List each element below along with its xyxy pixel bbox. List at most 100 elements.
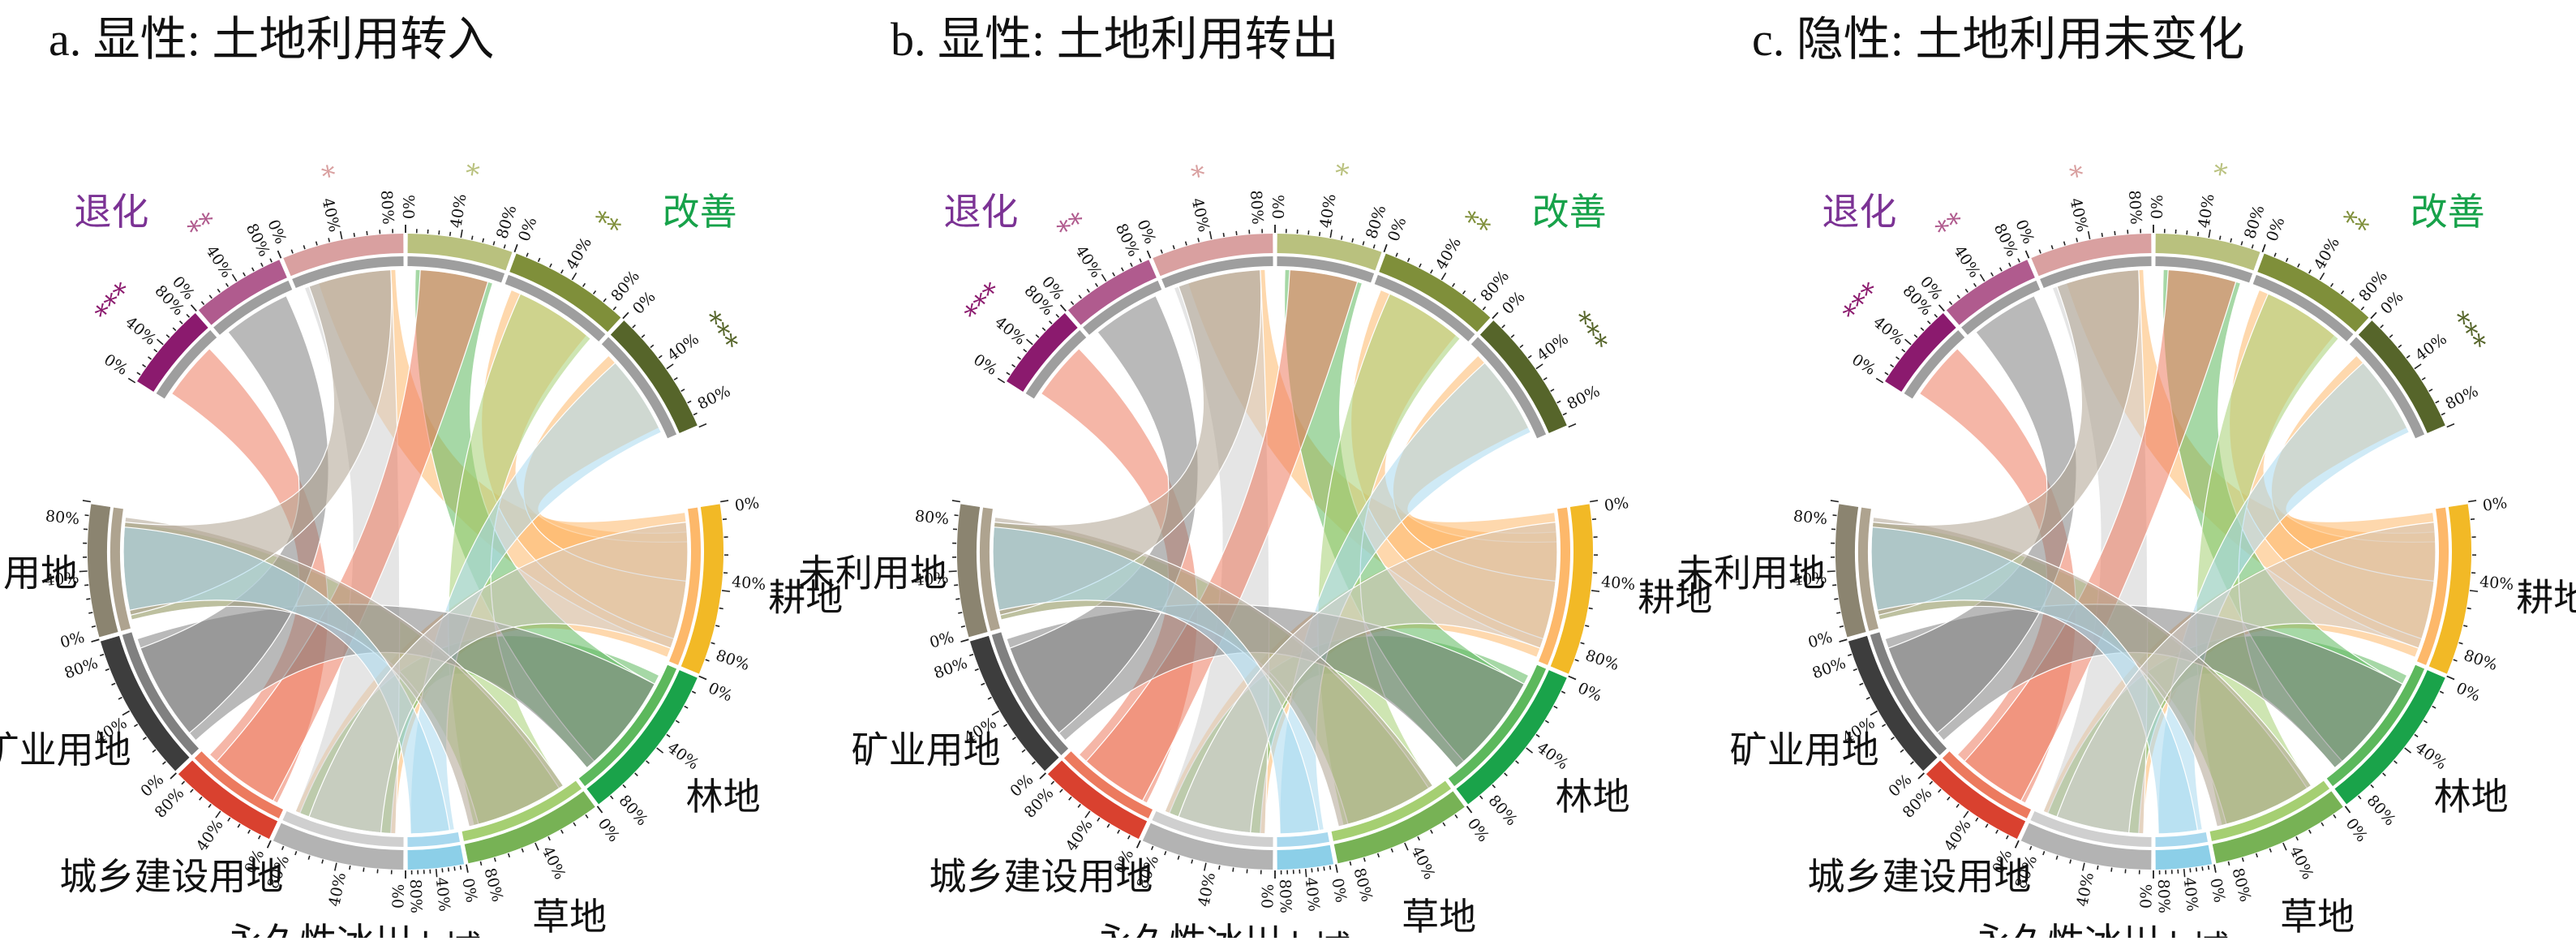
tick-label: 80% — [45, 507, 80, 528]
tick-mark — [1198, 238, 1199, 242]
tick-label: 80% — [2228, 866, 2254, 904]
tick-mark — [1042, 328, 1045, 330]
tick-mark — [2459, 642, 2463, 643]
tick-label: 80% — [480, 866, 506, 904]
tick-mark — [1928, 321, 1930, 324]
tick-mark — [2009, 263, 2011, 266]
tick-mark — [1891, 364, 1894, 367]
tick-mark — [2111, 868, 2112, 872]
tick-mark — [1178, 856, 1179, 860]
tick-mark — [2424, 720, 2427, 723]
tick-mark — [252, 268, 254, 271]
tick-mark — [180, 321, 182, 324]
tick-mark — [322, 860, 323, 864]
tick-label: 40% — [2412, 330, 2450, 365]
tick-label: 40% — [664, 330, 702, 365]
tick-label: 0% — [1270, 195, 1288, 219]
tick-label: 40% — [1071, 243, 1105, 281]
tick-mark — [1373, 244, 1375, 248]
group-label-improve: 改善 — [2411, 190, 2485, 234]
tick-mark — [2394, 761, 2398, 763]
tick-label: 40% — [2180, 876, 2201, 912]
segment-cropland — [2429, 504, 2471, 673]
tick-label: 0% — [401, 195, 419, 219]
tick-mark — [2361, 307, 2363, 310]
tick-mark — [1947, 797, 1950, 800]
tick-mark — [1107, 824, 1110, 827]
tick-label: 0% — [1848, 350, 1878, 379]
tick-mark — [173, 328, 176, 330]
tick-mark — [535, 843, 539, 850]
tick-mark — [2320, 273, 2324, 280]
significance-stars: * — [1189, 159, 1209, 194]
tick-mark — [699, 677, 706, 680]
tick-label: 40% — [563, 234, 595, 273]
tick-mark — [504, 244, 505, 248]
tick-label: 80% — [406, 879, 425, 913]
tick-mark — [1976, 818, 1978, 821]
tick-label: 0% — [970, 350, 1000, 379]
tick-mark — [2209, 230, 2210, 238]
tick-mark — [1882, 724, 1885, 727]
tick-label: 40% — [1188, 196, 1213, 234]
group-label-improve: 改善 — [1532, 190, 1607, 234]
tick-mark — [2089, 231, 2090, 239]
tick-label: 0% — [1604, 494, 1630, 515]
tick-mark — [1467, 806, 1472, 813]
tick-mark — [1980, 274, 1984, 281]
significance-stars: * — [462, 157, 482, 191]
tick-mark — [2389, 335, 2393, 337]
segment-label-grassland: 草地 — [2280, 895, 2355, 938]
significance-stars: * — [1332, 157, 1351, 191]
tick-mark — [1569, 424, 1576, 428]
tick-label: 80% — [1792, 507, 1828, 528]
tick-mark — [2184, 869, 2185, 877]
tick-label: 80% — [1247, 190, 1266, 225]
tick-mark — [1934, 315, 1937, 318]
tick-mark — [1480, 796, 1483, 799]
tick-mark — [1441, 273, 1445, 280]
tick-mark — [1569, 677, 1576, 680]
tick-mark — [2371, 312, 2376, 318]
tick-mark — [1204, 863, 1206, 871]
tick-mark — [998, 378, 1004, 382]
tick-mark — [1396, 253, 1397, 257]
tick-label: 40% — [2067, 196, 2092, 234]
tick-mark — [2415, 734, 2418, 737]
tick-mark — [1033, 762, 1036, 764]
tick-mark — [1918, 773, 1924, 779]
tick-mark — [603, 299, 606, 302]
tick-mark — [442, 868, 443, 872]
tick-mark — [1473, 299, 1475, 302]
segment-water — [1277, 845, 1334, 870]
tick-label: 80% — [931, 654, 969, 682]
tick-mark — [2296, 836, 2298, 840]
tick-mark — [79, 571, 88, 572]
tick-mark — [461, 230, 462, 238]
tick-mark — [719, 608, 723, 609]
tick-mark — [526, 253, 528, 257]
tick-label: 80% — [1485, 792, 1521, 829]
tick-label: 40% — [664, 739, 702, 774]
tick-mark — [954, 585, 958, 586]
tick-mark — [243, 273, 246, 276]
segment-label-mining: 矿业用地 — [1730, 728, 1879, 772]
tick-mark — [209, 295, 212, 299]
tick-mark — [2398, 345, 2402, 347]
tick-mark — [1557, 401, 1561, 402]
tick-mark — [1536, 734, 1539, 737]
tick-label: 40% — [432, 876, 453, 912]
segment-label-urban: 城乡建设用地 — [59, 855, 283, 899]
tick-mark — [583, 283, 586, 286]
panel-title: c. 隐性: 土地利用未变化 — [1752, 13, 2244, 66]
tick-mark — [1833, 515, 1837, 516]
tick-mark — [2051, 245, 2053, 249]
tick-mark — [2039, 250, 2041, 254]
tick-mark — [472, 236, 473, 240]
tick-mark — [303, 245, 305, 249]
tick-mark — [2114, 231, 2115, 235]
tick-mark — [1186, 242, 1187, 246]
tick-mark — [650, 345, 654, 347]
tick-mark — [949, 571, 957, 572]
tick-mark — [1306, 869, 1307, 877]
